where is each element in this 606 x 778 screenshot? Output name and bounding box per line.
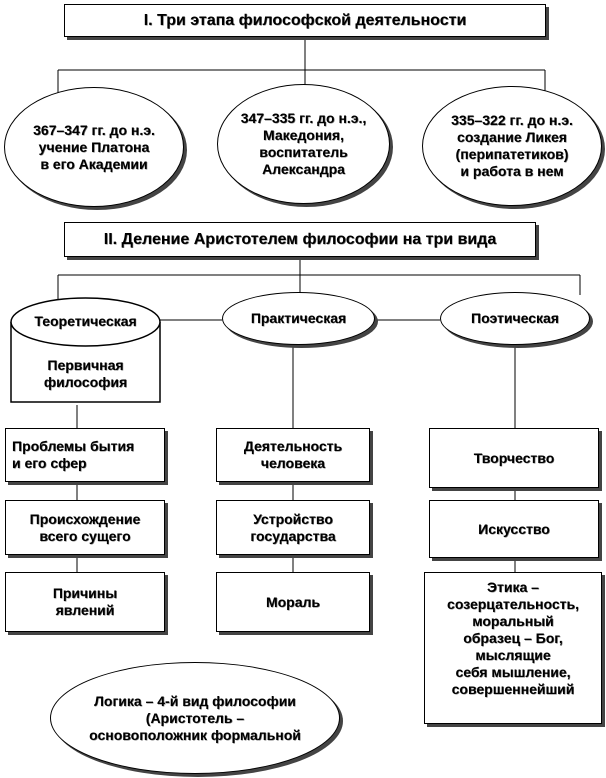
stage-text-3: 335–322 гг. до н.э. создание Ликея (пери… <box>451 112 573 179</box>
stages-title: I. Три этапа философской деятельности <box>143 11 467 29</box>
theoretical-sub-text: Первичная философия <box>43 357 128 390</box>
kind-theoretical-label: Теоретическая <box>34 312 137 329</box>
col3-item-2-text: Искусство <box>478 520 550 537</box>
col1-item-1: Проблемы бытия и его сфер <box>5 428 165 482</box>
col1-item-3-text: Причины явлений <box>52 585 118 618</box>
kind-poetic-ellipse: Поэтическая <box>440 292 590 345</box>
col2-item-2: Устройство государства <box>216 500 370 555</box>
logic-note-text: Логика – 4-й вид философии (Аристотель –… <box>89 692 301 743</box>
col3-item-3: Этика – созерцательность, моральный обра… <box>424 572 602 724</box>
kind-practical-ellipse: Практическая <box>222 292 375 345</box>
col2-item-2-text: Устройство государства <box>250 510 336 544</box>
stage-ellipse-1: 367–347 гг. до н.э. учение Платона в его… <box>4 87 184 207</box>
stage-text-1: 367–347 гг. до н.э. учение Платона в его… <box>33 121 155 172</box>
col2-item-1-text: Деятельность человека <box>243 438 343 471</box>
col1-item-2-text: Происхождение всего сущего <box>29 510 141 544</box>
col3-item-1: Творчество <box>429 428 599 488</box>
kind-practical-label: Практическая <box>250 310 347 326</box>
col3-item-3-text: Этика – созерцательность, моральный обра… <box>447 579 579 697</box>
col3-item-1-text: Творчество <box>473 449 555 466</box>
kinds-title: II. Деление Аристотелем философии на три… <box>103 230 497 248</box>
stages-title-box: I. Три этапа философской деятельности <box>64 4 546 37</box>
col2-item-1: Деятельность человека <box>216 428 370 482</box>
stage-text-2: 347–335 гг. до н.э., Македония, воспитат… <box>240 110 367 177</box>
kinds-title-box: II. Деление Аристотелем философии на три… <box>64 222 536 257</box>
col1-item-1-text: Проблемы бытия и его сфер <box>12 438 135 471</box>
kind-poetic-label: Поэтическая <box>471 310 559 326</box>
col1-item-3: Причины явлений <box>5 572 165 632</box>
stage-ellipse-2: 347–335 гг. до н.э., Македония, воспитат… <box>217 84 390 204</box>
col3-item-2: Искусство <box>429 500 599 558</box>
theoretical-cylinder: Теоретическая Первичная философия <box>9 296 162 406</box>
col2-item-3-text: Мораль <box>265 593 321 610</box>
stage-ellipse-3: 335–322 гг. до н.э. создание Ликея (пери… <box>422 86 602 206</box>
col1-item-2: Происхождение всего сущего <box>5 500 165 555</box>
col2-item-3: Мораль <box>216 572 370 632</box>
logic-note-ellipse: Логика – 4-й вид философии (Аристотель –… <box>50 662 340 774</box>
